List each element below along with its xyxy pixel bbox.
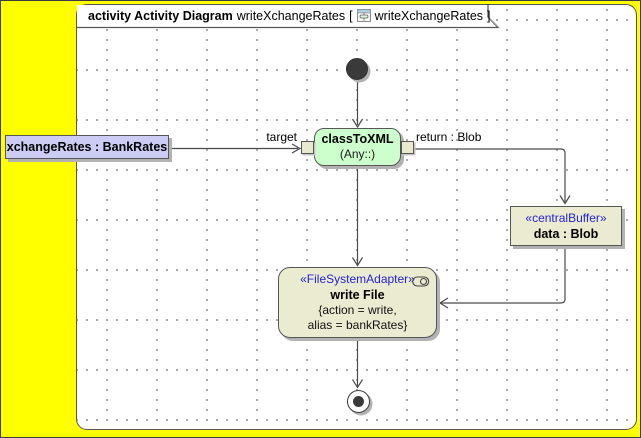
output-pin-return[interactable] — [401, 141, 414, 154]
input-pin-target-label: target — [266, 130, 297, 144]
activity-final-node[interactable] — [347, 390, 370, 413]
activity-diagram-icon — [356, 8, 371, 25]
frame-title: activity Activity Diagram writeXchangeRa… — [88, 8, 491, 24]
frame-title-bracket-open: [ — [349, 9, 353, 23]
central-buffer-stereotype: «centralBuffer» — [525, 211, 607, 225]
frame-title-bracket-close: ] — [487, 9, 491, 23]
action-classtoxml-name: classToXML — [321, 132, 394, 146]
action-writefile-stereotype: «FileSystemAdapter» — [300, 272, 415, 286]
action-classtoxml[interactable]: classToXML (Any::) — [314, 128, 401, 166]
input-pin-target[interactable] — [301, 141, 314, 154]
frame-title-keyword: activity Activity Diagram — [88, 9, 233, 23]
output-pin-return-label: return : Blob — [416, 130, 482, 144]
frame-title-context-name: writeXchangeRates — [374, 9, 484, 23]
action-classtoxml-behavior: (Any::) — [339, 147, 376, 161]
central-buffer-node[interactable]: «centralBuffer» data : Blob — [510, 206, 622, 246]
action-writefile-name: write File — [330, 288, 385, 302]
action-writefile[interactable]: «FileSystemAdapter» write File {action =… — [278, 267, 437, 338]
frame-title-diagram-name: writeXchangeRates — [236, 9, 346, 23]
activity-final-node-dot — [353, 396, 364, 407]
object-node-xchangerates[interactable]: xchangeRates : BankRates — [5, 135, 169, 159]
central-buffer-name: data : Blob — [533, 227, 599, 241]
rake-behavior-icon — [412, 274, 430, 292]
action-writefile-tagged-values-2: alias = bankRates} — [307, 318, 408, 332]
action-writefile-tagged-values-1: {action = write, — [318, 303, 397, 317]
initial-node[interactable] — [346, 58, 368, 80]
